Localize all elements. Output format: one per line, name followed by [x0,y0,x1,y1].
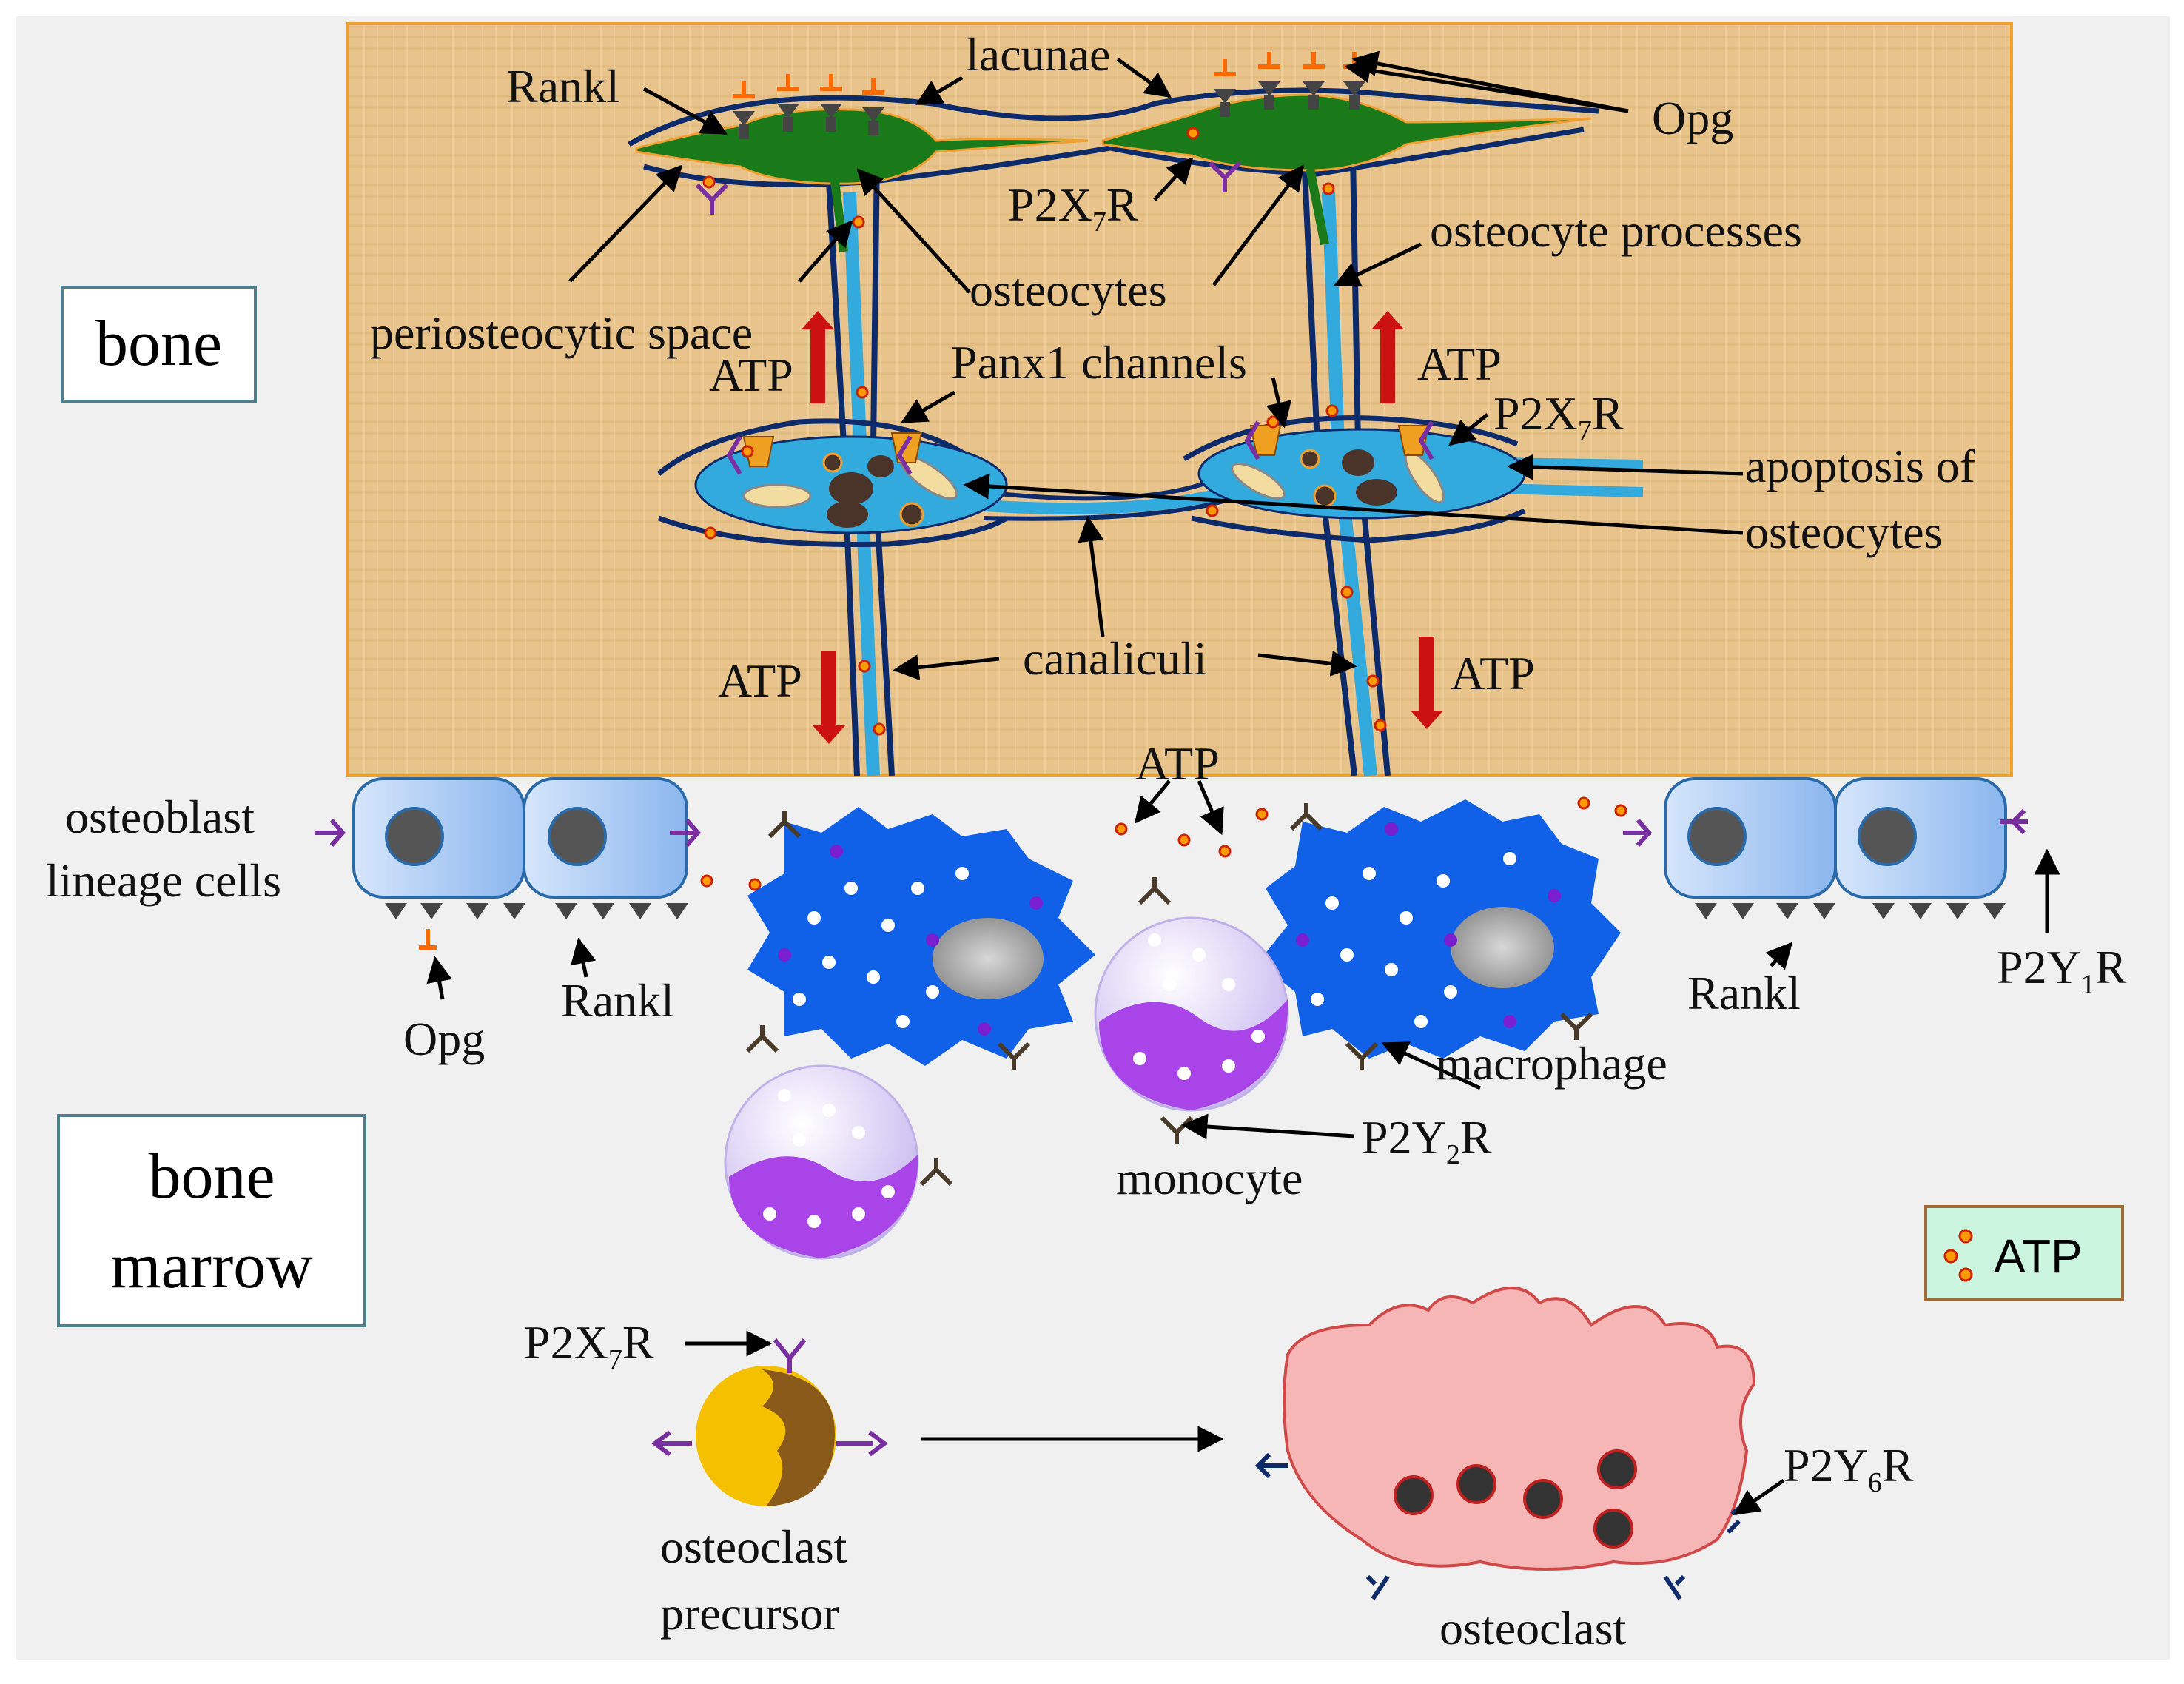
macrophage-right [1258,799,1621,1059]
label-osteocyte-processes: osteocyte processes [1430,204,1802,257]
label-rankl-bottom-left: Rankl [561,974,674,1027]
p2-receptors [315,161,2028,1600]
bone-marrow-line2: marrow [110,1230,313,1302]
label-panx1-channels: Panx1 channels [951,336,1247,389]
apoptotic-osteocyte-left [694,435,1008,534]
atp-molecules [700,127,1627,891]
macrophage-left [747,807,1095,1066]
osteoblast-cells [352,777,2007,950]
label-osteocytes: osteocytes [970,264,1167,316]
bone-region-label: bone [61,286,257,403]
label-canaliculi: canaliculi [1023,632,1207,685]
osteoclast-cell [1283,1287,1756,1571]
label-osteoclast: osteoclast [1439,1602,1627,1654]
label-atp-marrow: ATP [1135,737,1220,790]
atp-legend: ATP [1924,1205,2124,1301]
label-p2x7r-mid: P2X7R [1493,387,1624,446]
atp-legend-label: ATP [1994,1230,2083,1283]
label-atp-down-left: ATP [718,654,802,707]
label-rankl-top: Rankl [506,60,619,113]
label-opg-bottom: Opg [403,1013,485,1065]
annotation-arrows [426,50,2060,1516]
label-atp-up-left: ATP [709,349,793,401]
label-rankl-bottom-right: Rankl [1687,967,1801,1019]
label-apoptosis-line2: osteocytes [1745,506,1943,558]
label-p2x7r-top: P2X7R [1008,178,1138,238]
apoptotic-osteocyte-right [1197,428,1526,520]
monocyte-right [1094,916,1289,1112]
monocyte-left [724,1064,919,1260]
atp-legend-icon [1943,1229,1973,1282]
label-osteoclast-precursor-line1: osteoclast [660,1520,847,1573]
label-p2y1r: P2Y1R [1997,941,2127,1000]
label-p2x7r-bottom: P2X7R [524,1316,654,1375]
osteoclast-precursor [696,1366,836,1506]
label-monocyte: monocyte [1116,1152,1303,1204]
bone-region-text: bone [95,308,223,380]
rankl-opg-receptors-top [733,52,1365,139]
label-periosteocytic-space: periosteocytic space [370,306,753,359]
atp-arrows-red [802,311,1443,744]
label-atp-up-right: ATP [1417,338,1502,390]
label-macrophage: macrophage [1436,1037,1667,1090]
label-opg-top: Opg [1652,92,1734,144]
label-osteoclast-precursor-line2: precursor [660,1587,839,1640]
bone-marrow-line1: bone [148,1141,275,1212]
label-p2y2r: P2Y2R [1362,1111,1492,1170]
label-osteoblast-line1: osteoblast [65,791,255,843]
label-apoptosis-line1: apoptosis of [1745,440,1976,492]
label-atp-down-right: ATP [1451,647,1535,700]
label-osteoblast-line2: lineage cells [46,854,282,907]
label-lacunae: lacunae [966,28,1111,81]
label-p2y6r: P2Y6R [1784,1439,1914,1498]
bone-marrow-region-label: bone marrow [57,1114,366,1327]
